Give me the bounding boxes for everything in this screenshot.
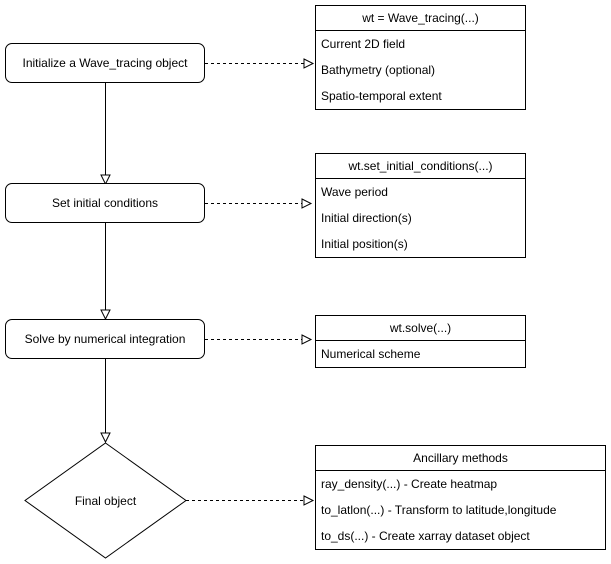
- final-object: Final object: [25, 443, 186, 558]
- step-solve-label: Solve by numerical integration: [24, 332, 186, 346]
- class-box-item: Initial direction(s): [321, 211, 412, 225]
- flow-arrow-conditions-to-solve: [100, 223, 111, 321]
- step-set-initial-conditions: Set initial conditions: [5, 183, 205, 223]
- final-object-label: Final object: [74, 493, 137, 508]
- class-box-header: wt.set_initial_conditions(...): [316, 154, 525, 179]
- class-box-item: Initial position(s): [321, 237, 408, 251]
- dashed-arrow-conditions: [205, 198, 313, 209]
- dashed-arrow-solve: [205, 334, 313, 345]
- class-box-item: Bathymetry (optional): [321, 63, 436, 77]
- class-box-header: wt = Wave_tracing(...): [316, 6, 525, 31]
- class-box-header: wt.solve(...): [316, 316, 525, 341]
- class-box-set-initial-conditions: wt.set_initial_conditions(...) Wave peri…: [315, 153, 526, 258]
- class-box-item: ray_density(...) - Create heatmap: [321, 477, 498, 491]
- dashed-arrow-init: [205, 58, 315, 69]
- flow-arrow-solve-to-final: [100, 358, 111, 444]
- step-solve: Solve by numerical integration: [5, 319, 205, 359]
- class-box-item: Wave period: [321, 185, 388, 199]
- class-box-item: to_latlon(...) - Transform to latitude,l…: [321, 503, 557, 517]
- class-box-header: Ancillary methods: [316, 446, 605, 471]
- class-box-item: Spatio-temporal extent: [321, 89, 442, 103]
- flow-arrow-init-to-conditions: [100, 83, 111, 186]
- class-box-wave-tracing: wt = Wave_tracing(...) Current 2D field …: [315, 5, 526, 110]
- final-object-diamond: [24, 442, 187, 559]
- class-box-item: Current 2D field: [321, 37, 406, 51]
- dashed-arrow-final: [186, 495, 315, 506]
- step-set-initial-conditions-label: Set initial conditions: [51, 196, 159, 210]
- step-initialize-label: Initialize a Wave_tracing object: [22, 56, 188, 70]
- class-box-item: to_ds(...) - Create xarray dataset objec…: [321, 529, 530, 543]
- class-box-solve: wt.solve(...) Numerical scheme: [315, 315, 526, 368]
- class-box-ancillary-methods: Ancillary methods ray_density(...) - Cre…: [315, 445, 606, 550]
- step-initialize: Initialize a Wave_tracing object: [5, 43, 205, 83]
- class-box-item: Numerical scheme: [321, 347, 421, 361]
